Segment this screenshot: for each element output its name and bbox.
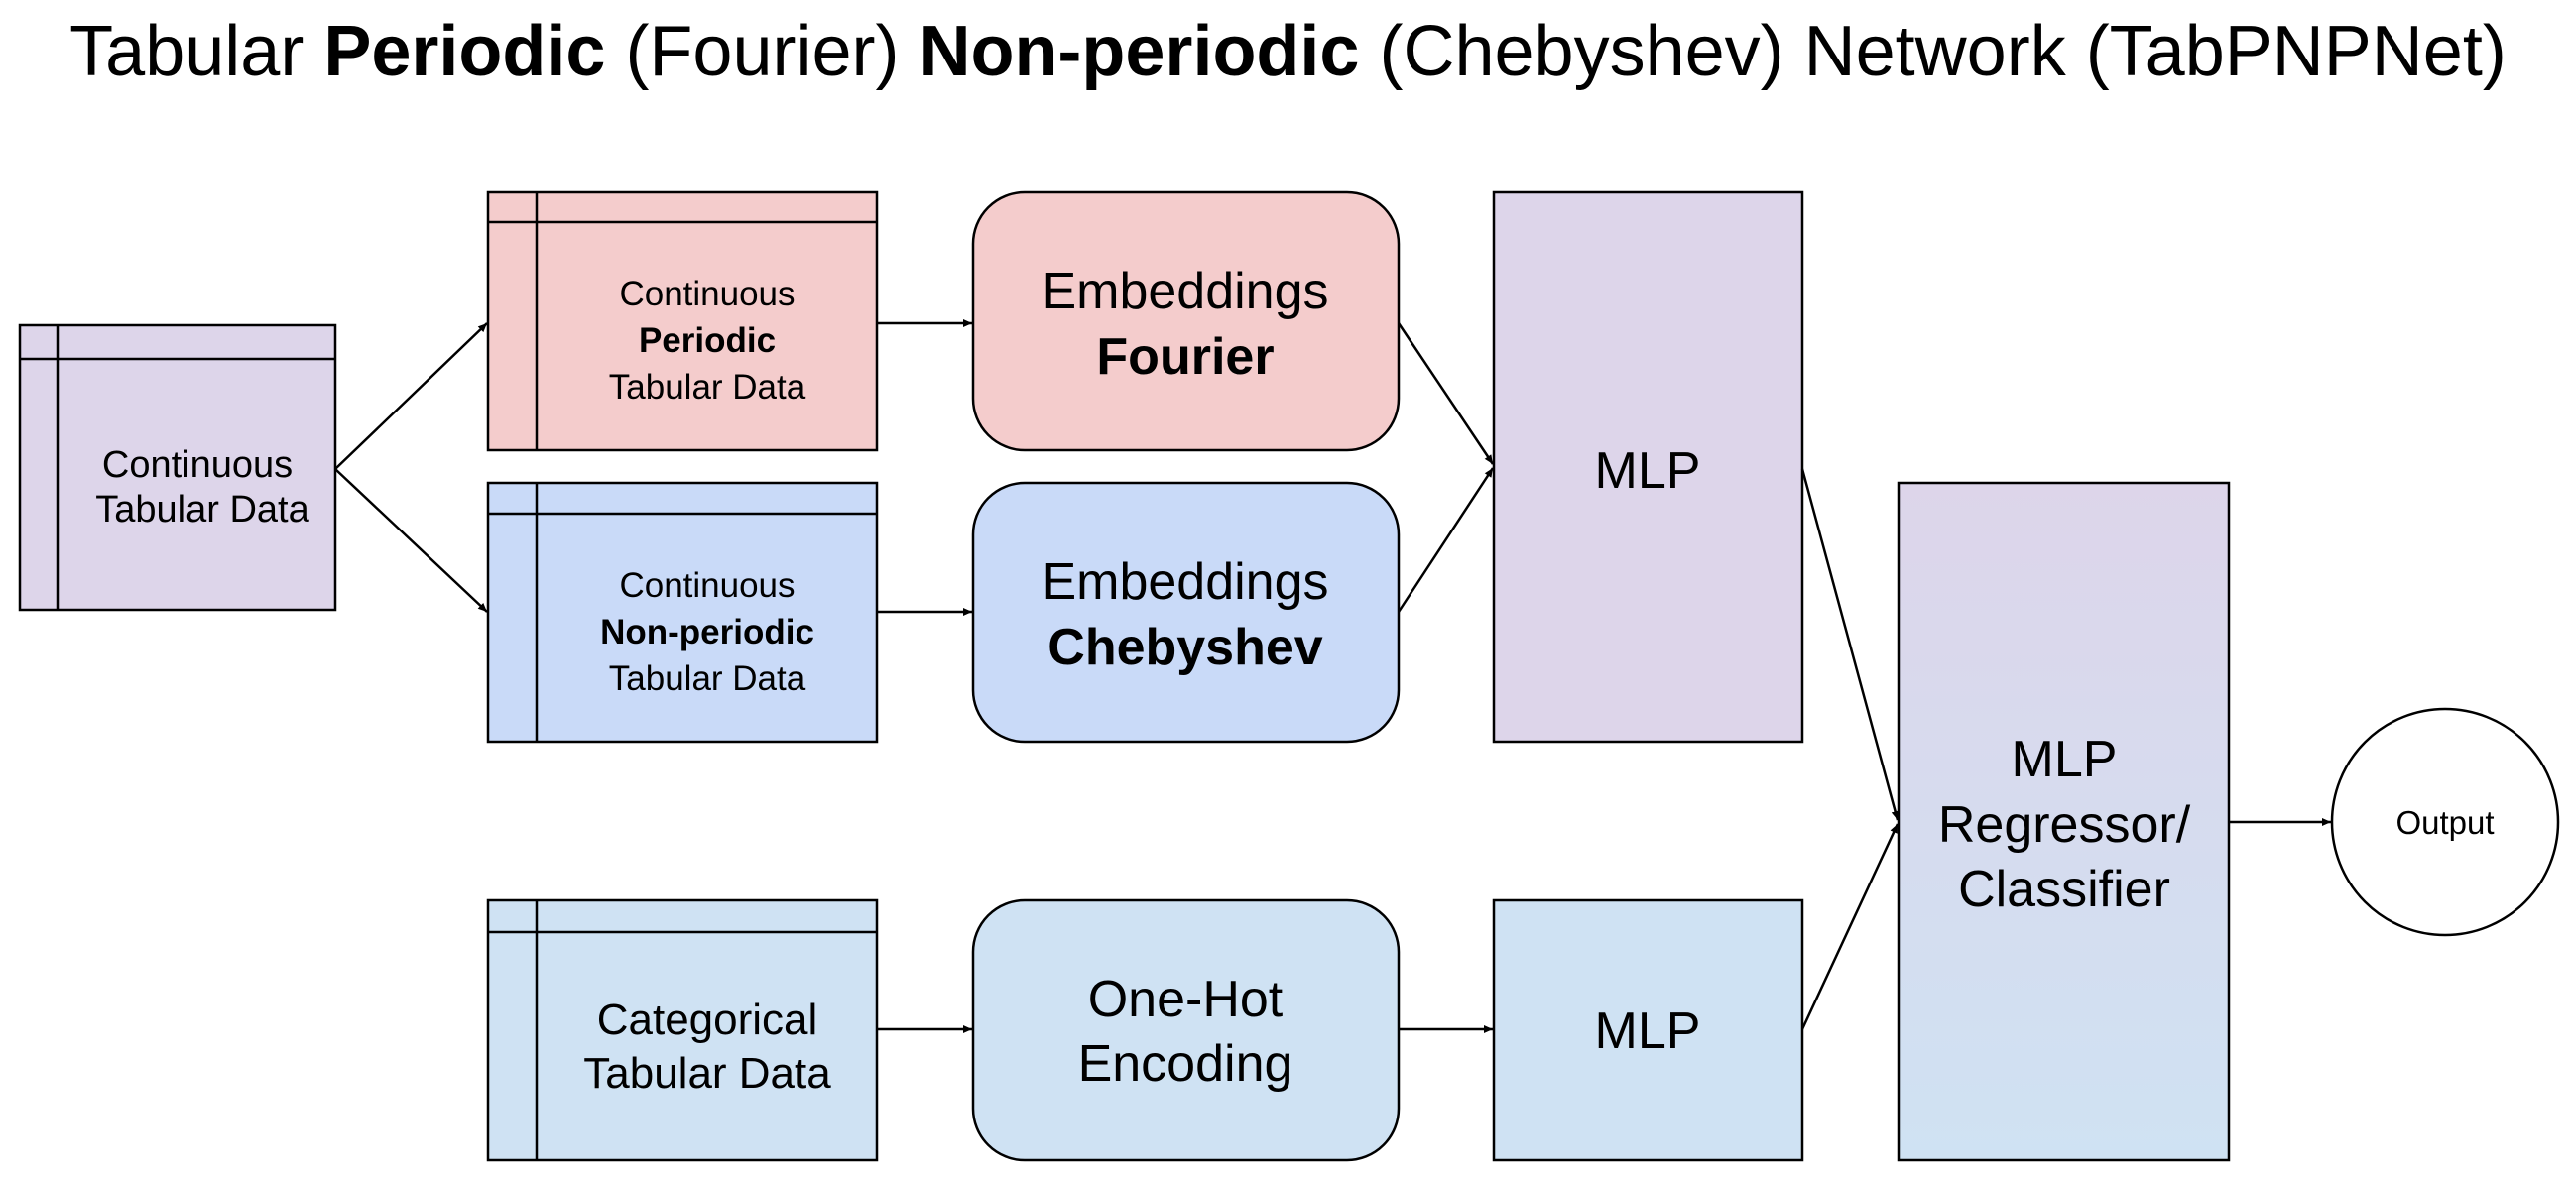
title-part-3: (Fourier) [605, 12, 920, 91]
node-label: Tabular Data [583, 1049, 831, 1098]
arrow-chebyshev-to-mlp [1397, 467, 1495, 613]
title-part-2: Periodic [323, 12, 606, 91]
periodic-tabular-data-table: Continuous Periodic Tabular Data [486, 190, 879, 452]
nonperiodic-tabular-data-table: Continuous Non-periodic Tabular Data [486, 481, 879, 744]
node-label: Tabular Data [609, 659, 806, 698]
node-label: Categorical [597, 996, 818, 1044]
node-label-bold: Fourier [1096, 328, 1274, 386]
table-body [18, 323, 337, 612]
arrow-mlp-top-to-final [1800, 468, 1900, 821]
output-circle [2330, 707, 2560, 937]
node-label-bold: Chebyshev [1047, 619, 1323, 676]
node-label: MLP [2012, 731, 2118, 788]
diagram-title: Tabular Periodic (Fourier) Non-periodic … [0, 6, 2576, 97]
node-label: Classifier [1958, 861, 2170, 918]
block-body [1897, 481, 2231, 1162]
categorical-tabular-data-table: Categorical Tabular Data [486, 898, 879, 1162]
block-body [1492, 190, 1804, 744]
embeddings-fourier-block: Embeddings Fourier [971, 190, 1401, 452]
arrow-continuous-to-nonperiodic [334, 468, 488, 613]
table-body [486, 481, 879, 744]
node-label: MLP [1595, 1002, 1701, 1060]
node-label: Output [2395, 804, 2494, 841]
node-label: Continuous [619, 275, 795, 313]
output-node: Output [2330, 707, 2560, 937]
block-body [971, 190, 1401, 452]
node-label: Encoding [1078, 1035, 1293, 1093]
embeddings-chebyshev-block: Embeddings Chebyshev [971, 481, 1401, 744]
title-part-4: Non-periodic [919, 12, 1360, 91]
block-body [971, 481, 1401, 744]
table-body [486, 190, 879, 452]
connector-arrows [334, 319, 2331, 1033]
node-label: Embeddings [1042, 553, 1328, 611]
block-body [1492, 898, 1804, 1162]
node-label: Regressor/ [1938, 796, 2191, 854]
arrow-mlp-bottom-to-final [1800, 823, 1900, 1030]
one-hot-encoding-block: One-Hot Encoding [971, 898, 1401, 1162]
continuous-tabular-data-table: Continuous Tabular Data [18, 323, 337, 612]
mlp-bottom-block: MLP [1492, 898, 1804, 1162]
arrow-continuous-to-periodic [334, 322, 488, 470]
mlp-regressor-classifier-block: MLP Regressor/ Classifier [1897, 481, 2231, 1162]
title-part-1: Tabular [69, 12, 324, 91]
node-label-bold: Periodic [639, 321, 776, 360]
arrow-fourier-to-mlp [1397, 322, 1495, 465]
node-label: One-Hot [1088, 971, 1284, 1028]
node-label: Continuous [619, 566, 795, 605]
node-label: Tabular Data [95, 489, 309, 530]
table-body [486, 898, 879, 1162]
node-label-bold: Non-periodic [600, 613, 814, 651]
node-label: Continuous [102, 444, 293, 486]
title-part-5: (Chebyshev) Network (TabPNPNet) [1359, 12, 2507, 91]
node-label: Tabular Data [609, 368, 806, 407]
node-label: MLP [1595, 442, 1701, 500]
block-body [971, 898, 1401, 1162]
node-label: Embeddings [1042, 263, 1328, 320]
mlp-top-block: MLP [1492, 190, 1804, 744]
